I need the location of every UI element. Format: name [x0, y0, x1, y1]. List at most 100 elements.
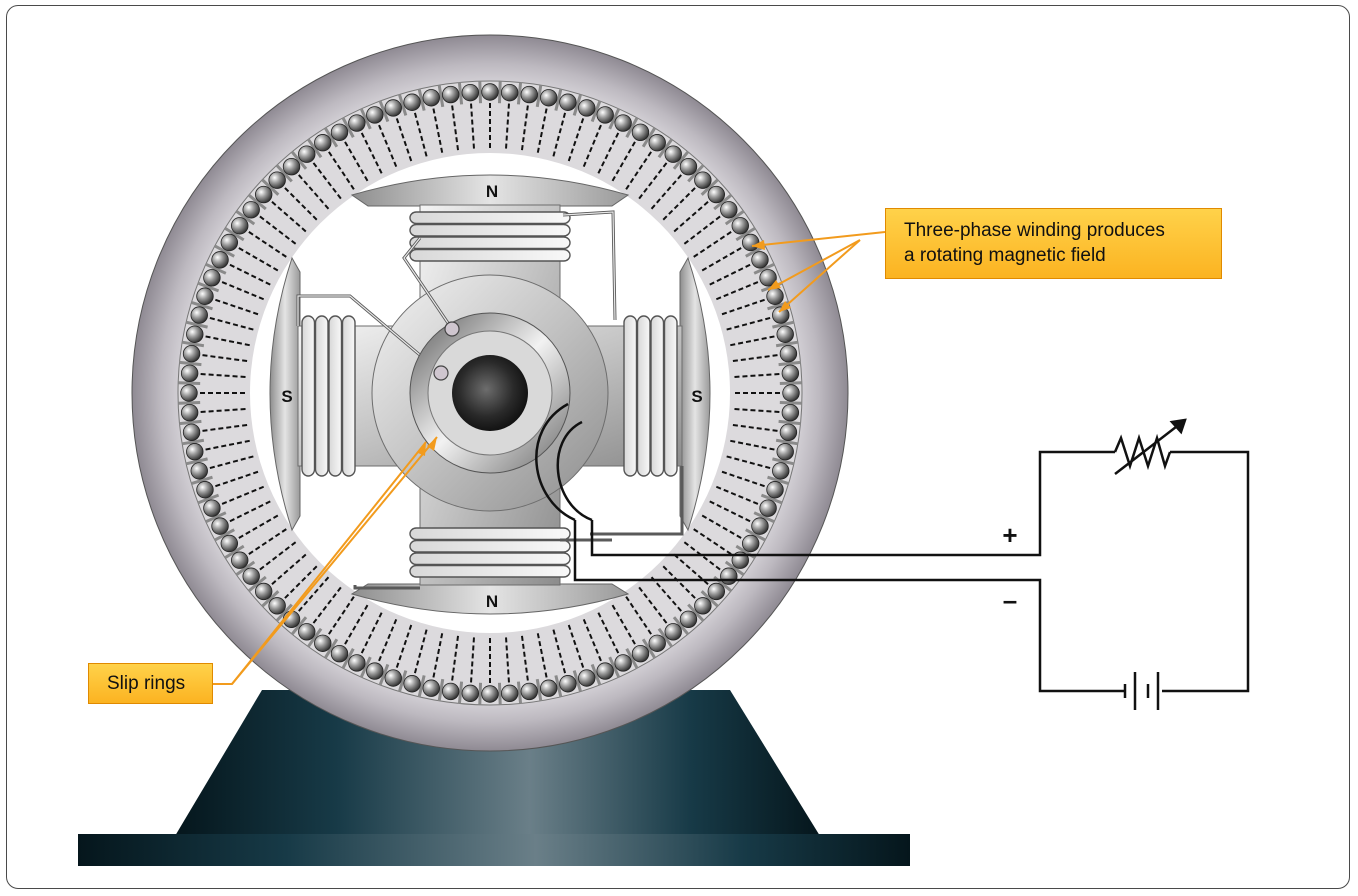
stator-tooth	[235, 560, 256, 576]
winding-conductor	[720, 201, 738, 219]
stator-tooth	[323, 638, 339, 659]
winding-conductor	[366, 662, 384, 680]
winding-conductor	[422, 89, 440, 107]
winding-conductor	[220, 534, 239, 553]
stator-tooth	[772, 320, 795, 329]
stator-tooth	[478, 682, 483, 705]
stator-tooth	[378, 663, 390, 686]
stator-tooth	[687, 164, 705, 183]
stator-tooth	[657, 138, 673, 159]
winding-conductor	[268, 171, 286, 189]
winding-conductor	[442, 85, 460, 104]
stator-tooth	[724, 210, 745, 226]
stator-tooth	[760, 493, 783, 505]
stator-tooth	[290, 150, 308, 170]
pole-label-north-top: N	[486, 182, 498, 201]
field-coils	[301, 211, 678, 578]
winding-conductor	[707, 582, 726, 601]
stator-tooth	[417, 675, 426, 698]
winding-conductor	[190, 462, 208, 480]
winding-conductor	[268, 597, 286, 615]
stator-tooth	[359, 108, 372, 130]
stator-tooth	[554, 675, 563, 698]
stator-tooth	[397, 670, 408, 693]
winding-conductor	[596, 106, 614, 124]
stator-tooth	[179, 419, 202, 426]
stator-tooth	[772, 457, 795, 466]
winding-conductor	[282, 157, 301, 176]
stator-tooth	[359, 656, 372, 678]
winding-conductor	[782, 384, 800, 402]
winding-conductor	[186, 443, 204, 461]
stator-tooth	[235, 210, 256, 226]
winding-conductor	[298, 145, 316, 163]
winding-conductor	[180, 403, 199, 422]
stator-tooth	[516, 681, 523, 704]
stator-tooth	[307, 627, 323, 648]
stator-tooth	[457, 82, 464, 105]
winding-conductor	[384, 99, 402, 117]
winding-conductor	[190, 306, 208, 324]
field-wiring-highlight	[297, 211, 616, 373]
winding-conductor	[679, 157, 698, 176]
variable-resistor-icon	[1113, 418, 1187, 475]
winding-conductor	[664, 623, 682, 641]
winding-conductor	[211, 517, 229, 535]
stator-tooth	[767, 475, 790, 486]
stator-tooth	[641, 638, 657, 659]
callout-slip-rings-text: Slip rings	[107, 673, 186, 694]
stator-winding-conductors	[180, 83, 800, 703]
stator-tooth	[185, 320, 208, 329]
negative-terminal-label: –	[1003, 585, 1017, 615]
pole-label-south-right: S	[691, 387, 702, 406]
slip-ring-contact-inner	[433, 365, 449, 381]
motor-base	[78, 690, 910, 866]
slip-ring-contact-outer	[444, 321, 460, 337]
winding-conductor	[254, 582, 273, 601]
winding-conductor	[679, 610, 698, 629]
stator-tooth	[397, 93, 408, 116]
winding-conductor	[648, 634, 666, 652]
winding-conductor	[772, 306, 790, 324]
stator-tooth	[181, 340, 205, 348]
winding-conductor	[614, 654, 632, 672]
winding-conductor	[578, 669, 596, 687]
winding-conductor	[182, 345, 201, 363]
stator-tooth	[323, 127, 339, 148]
stator-tooth	[608, 656, 621, 678]
winding-conductor	[751, 517, 769, 535]
stator-tooth	[641, 127, 657, 148]
winding-conductor	[540, 679, 558, 697]
winding-conductor	[540, 89, 558, 107]
winding-conductor	[781, 364, 800, 383]
winding-conductor	[631, 123, 650, 142]
stator-winding-lines	[178, 81, 802, 705]
stator-tooth	[179, 360, 202, 367]
stator-tooth	[779, 400, 802, 405]
winding-conductor	[731, 217, 749, 235]
winding-conductor	[298, 623, 316, 641]
stator-tooth	[290, 616, 308, 636]
stator-tooth	[197, 281, 220, 293]
winding-conductor	[242, 567, 260, 585]
stator-tooth	[608, 108, 621, 130]
winding-conductor	[348, 654, 366, 672]
stator-tooth	[775, 340, 799, 348]
winding-conductor	[720, 567, 738, 585]
stator-tooth	[724, 560, 745, 576]
stator-tooth	[700, 178, 719, 196]
stator-tooth	[535, 678, 543, 702]
excitation-circuit	[573, 450, 1250, 693]
winding-conductor	[741, 233, 760, 252]
stator-tooth	[572, 93, 583, 116]
winding-conductor	[500, 83, 519, 102]
field-coil	[623, 315, 678, 477]
winding-conductor	[403, 675, 421, 693]
brushes	[535, 402, 593, 522]
field-coil	[301, 315, 356, 477]
winding-conductor	[366, 106, 384, 124]
stator-tooth	[672, 150, 690, 170]
winding-conductor	[403, 93, 421, 111]
stator-tooth	[190, 475, 213, 486]
